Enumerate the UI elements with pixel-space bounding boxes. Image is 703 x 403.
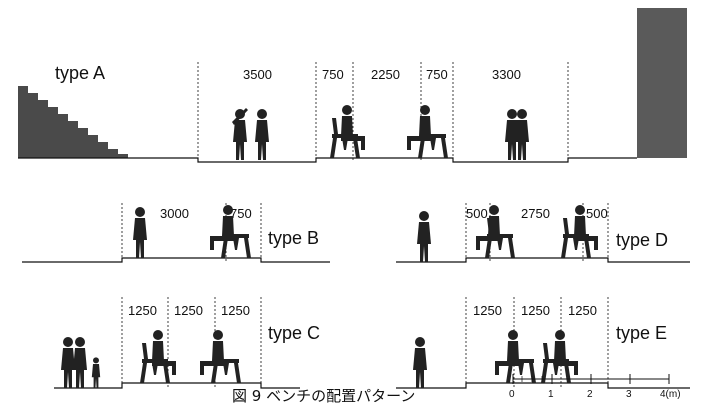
type-e-dim-1: 1250 (473, 303, 502, 318)
person-seated-e1 (495, 330, 519, 375)
type-c-dim-3: 1250 (221, 303, 250, 318)
type-d-ground (396, 257, 690, 263)
pointing-arm (232, 108, 248, 125)
type-a-section: type A 3500 750 2250 750 3300 (18, 8, 687, 163)
type-e-ground (396, 382, 690, 389)
type-b-dim-1: 3000 (160, 206, 189, 221)
person-walking-b (133, 207, 147, 258)
type-a-label: type A (55, 63, 105, 83)
figure-caption: 図 9 ベンチの配置パターン (232, 387, 415, 403)
type-a-dim-1: 3500 (243, 67, 272, 82)
person-adult-c2 (73, 337, 87, 388)
type-a-ground (18, 157, 637, 163)
type-b-label: type B (268, 228, 319, 248)
type-c-ground (54, 382, 300, 389)
scale-tick-0: 0 (509, 389, 515, 400)
scale-bar: 0 1 2 3 4(m) (509, 374, 681, 400)
type-a-figures (232, 105, 529, 160)
type-a-dim-3: 2250 (371, 67, 400, 82)
scale-tick-1: 1 (548, 389, 554, 400)
type-c-label: type C (268, 323, 320, 343)
type-c-dim-2: 1250 (174, 303, 203, 318)
scale-tick-2: 2 (587, 389, 593, 400)
person-standing (255, 109, 269, 160)
scale-tick-4: 4(m) (660, 389, 681, 400)
type-b-ground (22, 257, 330, 263)
type-c-figures (61, 330, 241, 388)
person-seated-b (210, 205, 234, 250)
wall (637, 8, 687, 158)
type-d-dim-3: 500 (586, 206, 608, 221)
person-with-bag-d (417, 211, 431, 262)
stairs (18, 86, 138, 158)
type-e-dim-2: 1250 (521, 303, 550, 318)
person-standing-e (413, 337, 427, 388)
type-d-dim-2: 2750 (521, 206, 550, 221)
type-b-dim-2: 750 (230, 206, 252, 221)
type-d-section: 500 2750 500 type D (396, 203, 690, 263)
type-a-dim-5: 3300 (492, 67, 521, 82)
type-c-dim-1: 1250 (128, 303, 157, 318)
person-adult-c1 (61, 337, 75, 388)
person-seated-c2 (200, 330, 224, 375)
type-a-dim-4: 750 (426, 67, 448, 82)
person-seated-a2 (407, 105, 431, 150)
type-d-label: type D (616, 230, 668, 250)
type-d-figures (417, 205, 598, 262)
type-a-dim-2: 750 (322, 67, 344, 82)
person-couple-2 (515, 109, 529, 160)
type-d-dim-1: 500 (466, 206, 488, 221)
type-b-section: 3000 750 type B (22, 203, 330, 263)
scale-tick-3: 3 (626, 389, 632, 400)
type-e-label: type E (616, 323, 667, 343)
person-child-c (91, 357, 101, 388)
type-c-section: 1250 1250 1250 type C (54, 297, 320, 389)
type-e-dim-3: 1250 (568, 303, 597, 318)
type-e-section: 1250 1250 1250 type E (396, 297, 690, 389)
